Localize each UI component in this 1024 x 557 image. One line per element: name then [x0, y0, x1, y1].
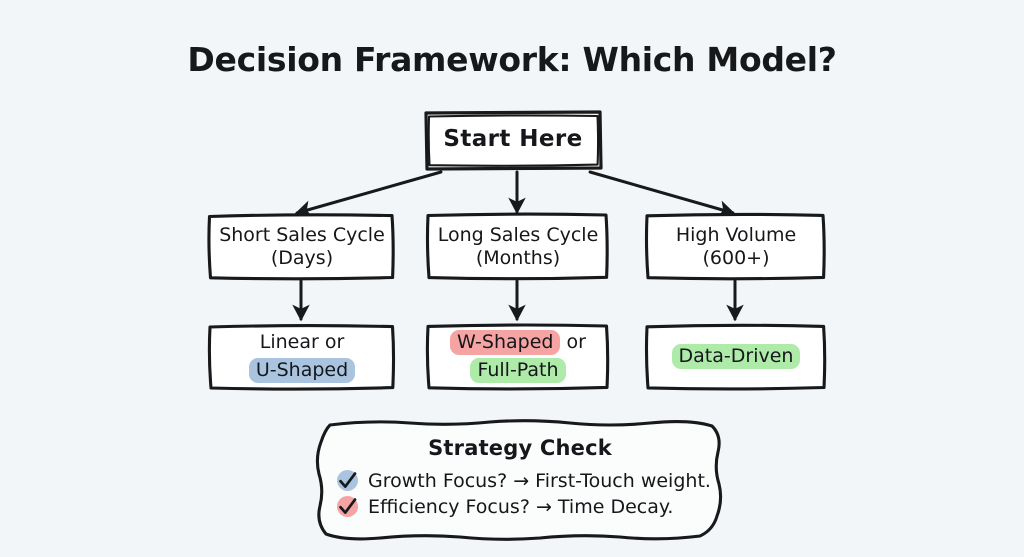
check-icon [336, 469, 359, 492]
criteria-node-0-line2: (Days) [270, 247, 334, 269]
criteria-node-1-label: Long Sales Cycle (Months) [429, 217, 607, 277]
criteria-node-2-line2: (600+) [702, 247, 770, 269]
strategy-check-panel[interactable] [315, 419, 723, 541]
criteria-node-1-line2: (Months) [475, 247, 561, 269]
start-node[interactable] [424, 110, 603, 171]
connector-start-to-short [294, 170, 443, 218]
outcome-node-1-line2-text: Full-Path [470, 358, 566, 383]
strategy-check-title: Strategy Check [428, 436, 612, 460]
outcome-node-1-label: W-Shaped or Full-Path [429, 328, 607, 386]
criteria-node-1-line1: Long Sales Cycle [437, 224, 599, 247]
connector-start-to-high [588, 170, 736, 218]
outcome-node-2-line1-text: Data-Driven [671, 344, 801, 370]
criteria-node-0[interactable] [207, 213, 395, 281]
check-icon [336, 495, 359, 518]
outcome-node-2-line1: Data-Driven [671, 343, 801, 371]
outcome-node-0-line1-text: Linear or [259, 331, 345, 354]
outcome-node-0-line1: Linear or [260, 329, 345, 357]
outcome-node-1-line1-text: W-Shaped [450, 330, 561, 356]
strategy-check-item-0-text: Growth Focus? → First-Touch weight. [368, 469, 711, 492]
start-node-label: Start Here [428, 114, 598, 166]
check-glyph [339, 472, 357, 488]
page-title: Decision Framework: Which Model? [187, 40, 837, 79]
criteria-node-2-line1: High Volume [675, 224, 797, 247]
strategy-check-item-0: Growth Focus? → First-Touch weight. [318, 469, 722, 492]
outcome-node-0-line2-text: U-Shaped [248, 358, 356, 383]
criteria-node-0-line1: Short Sales Cycle [219, 224, 385, 247]
criteria-node-0-label: Short Sales Cycle (Days) [211, 217, 393, 277]
outcome-node-0-label: Linear or U-Shaped [211, 328, 393, 386]
outcome-node-1-line1: W-Shaped or [450, 329, 586, 357]
criteria-node-2-label: High Volume (600+) [648, 217, 824, 277]
strategy-check-item-1-text: Efficiency Focus? → Time Decay. [368, 495, 674, 518]
check-glyph [339, 498, 357, 514]
outcome-node-0-line2: U-Shaped [248, 357, 356, 385]
outcome-node-1-line2: Full-Path [470, 357, 566, 385]
start-node-label-text: Start Here [443, 126, 583, 153]
criteria-node-1[interactable] [425, 212, 609, 281]
strategy-check-content: Strategy Check Growth Focus? → First-Tou… [318, 432, 722, 542]
criteria-node-2[interactable] [644, 212, 826, 281]
outcome-node-1-connector: or [560, 331, 586, 354]
outcome-node-2-label: Data-Driven [648, 328, 824, 386]
strategy-check-item-1: Efficiency Focus? → Time Decay. [318, 495, 722, 518]
